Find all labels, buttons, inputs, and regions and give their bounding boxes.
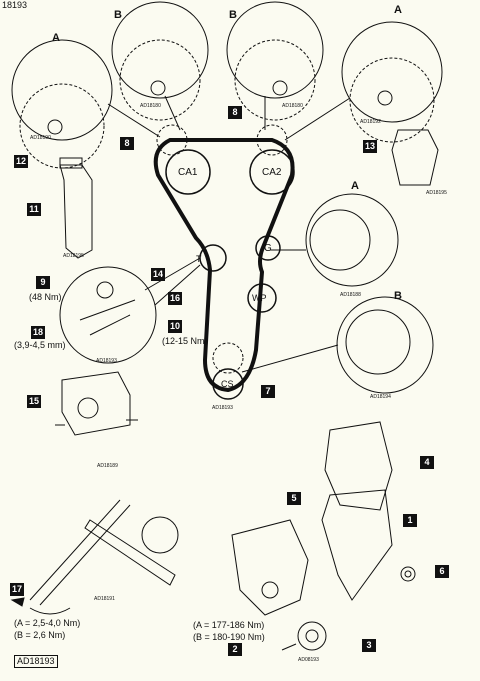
pulley-label-ca1: CA1 <box>178 167 198 178</box>
callout-11: 11 <box>27 203 41 216</box>
pulley-cs <box>212 368 244 400</box>
ref-code: AD18194 <box>370 394 391 400</box>
footer-id: AD18193 <box>14 655 58 668</box>
ref-code: AD18190 <box>30 135 51 141</box>
detail-letter-b-mid: B <box>394 290 402 302</box>
callout-15: 15 <box>27 395 41 408</box>
detail-circle-a-right <box>341 21 443 123</box>
detail-circle-b-mid <box>336 296 434 394</box>
ref-code: AD08193 <box>298 657 319 663</box>
callout-18: 18 <box>31 326 45 339</box>
detail-letter-a-left: A <box>52 32 60 44</box>
pulley-ca1 <box>165 149 211 195</box>
pulley-label-t: T <box>196 254 202 264</box>
callout-2: 2 <box>228 643 242 656</box>
spec-17a: (A = 2,5-4,0 Nm) <box>14 618 81 628</box>
figure-id: 18193 <box>2 0 28 10</box>
spec-10: (12-15 Nm) <box>162 336 208 346</box>
spec-9: (48 Nm) <box>29 292 62 302</box>
pulley-label-cs: CS <box>221 379 234 389</box>
spec-3b: (B = 180-190 Nm) <box>193 632 265 642</box>
spec-3a: (A = 177-186 Nm) <box>193 620 265 630</box>
detail-circle-b-left <box>111 1 209 99</box>
spec-18: (3,9-4,5 mm) <box>14 340 66 350</box>
callout-13: 13 <box>363 140 377 153</box>
callout-8-left: 8 <box>120 137 134 150</box>
detail-circle-a-mid <box>305 193 399 287</box>
pulley-label-ca2: CA2 <box>262 167 282 178</box>
ref-code: AD18191 <box>94 596 115 602</box>
pulley-ca2 <box>249 149 295 195</box>
callout-9: 9 <box>36 276 50 289</box>
detail-circle-b-right <box>226 1 324 99</box>
ref-code: AD18189 <box>97 463 118 469</box>
ref-code: AD18195 <box>426 190 447 196</box>
detail-letter-a-mid: A <box>351 180 359 192</box>
callout-17: 17 <box>10 583 24 596</box>
timing-belt <box>153 138 295 393</box>
ref-code: AD18193 <box>96 358 117 364</box>
callout-7: 7 <box>261 385 275 398</box>
callout-14: 14 <box>151 268 165 281</box>
ref-code: AD18180 <box>140 103 161 109</box>
detail-letter-b-right: B <box>229 9 237 21</box>
ref-code: AD18195 <box>63 253 84 259</box>
detail-letter-a-right: A <box>394 4 402 16</box>
pulley-wp <box>247 283 277 313</box>
ref-code: AD18193 <box>212 405 233 411</box>
callout-8-top: 8 <box>228 106 242 119</box>
callout-16: 16 <box>168 292 182 305</box>
callout-10: 10 <box>168 320 182 333</box>
pulley-g <box>255 235 281 261</box>
callout-4: 4 <box>420 456 434 469</box>
callout-12: 12 <box>14 155 28 168</box>
detail-circle-a-left <box>11 39 113 141</box>
callout-1: 1 <box>403 514 417 527</box>
detail-letter-b-left: B <box>114 9 122 21</box>
ref-code: AD18192 <box>360 119 381 125</box>
callout-6: 6 <box>435 565 449 578</box>
ref-code: AD18188 <box>340 292 361 298</box>
callout-5: 5 <box>287 492 301 505</box>
spec-17b: (B = 2,6 Nm) <box>14 630 66 640</box>
pulley-label-g: G <box>264 243 272 254</box>
callout-3: 3 <box>362 639 376 652</box>
pulley-t <box>199 244 227 272</box>
ref-code: AD18180 <box>282 103 303 109</box>
detail-circle-tensioner <box>59 266 157 364</box>
pulley-label-wp: WP <box>252 293 267 303</box>
